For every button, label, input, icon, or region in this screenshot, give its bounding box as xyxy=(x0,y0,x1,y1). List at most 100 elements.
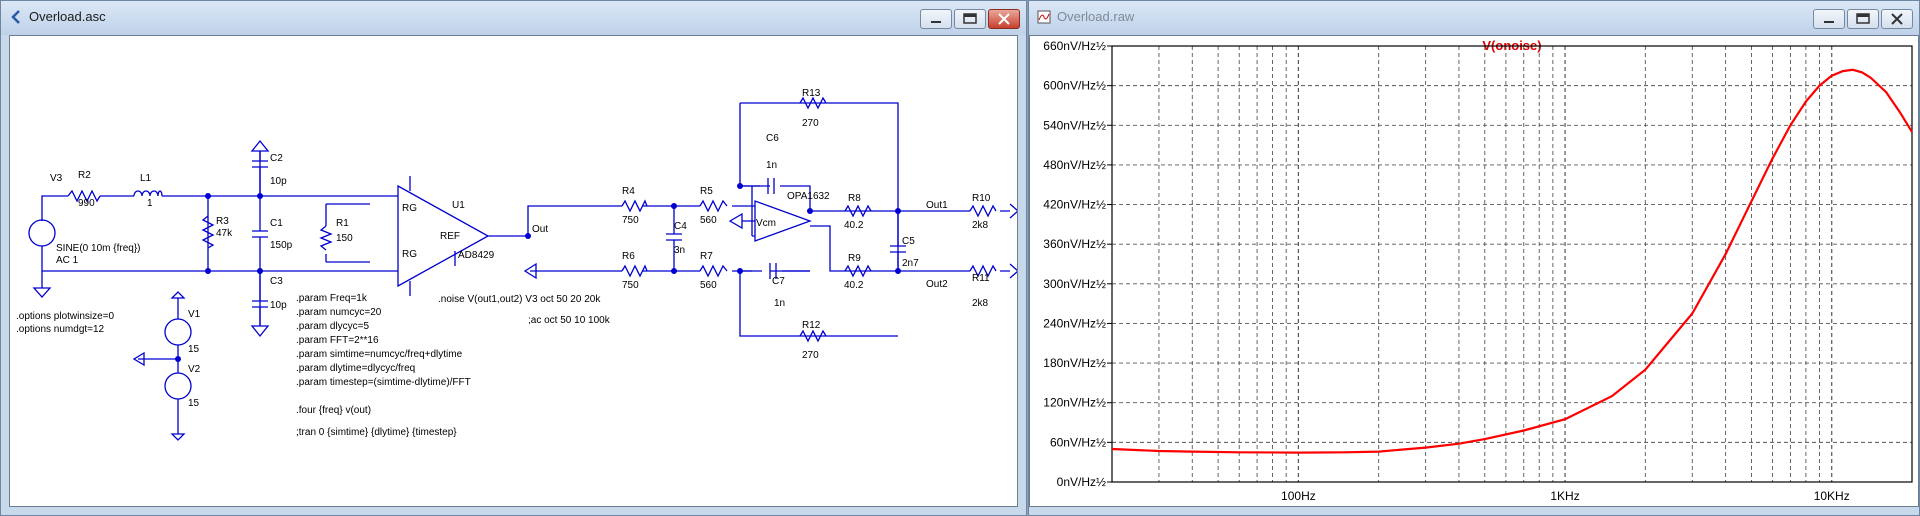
v1-ref-label: V1 xyxy=(188,309,201,320)
schematic-drawing: V3 SINE(0 10m {freq}) AC 1 R2 990 L1 1 R… xyxy=(16,88,1017,441)
title-bar[interactable]: Overload.asc xyxy=(1,1,1026,35)
r13-value-label: 270 xyxy=(802,118,819,129)
v2-ref-label: V2 xyxy=(188,364,201,375)
out1-flag xyxy=(1009,203,1017,219)
wire xyxy=(260,195,398,272)
schematic-canvas[interactable]: V3 SINE(0 10m {freq}) AC 1 R2 990 L1 1 R… xyxy=(9,35,1018,507)
param-directive: .param Freq=1k xyxy=(296,293,368,304)
param-directive: .param dlytime=dlycyc/freq xyxy=(296,363,415,374)
r2-ref-label: R2 xyxy=(78,170,91,181)
r8-ref-label: R8 xyxy=(848,193,861,204)
wire xyxy=(409,176,528,296)
x-tick-label: 10KHz xyxy=(1814,489,1850,503)
supply-flag xyxy=(132,291,186,441)
r3-ref-label: R3 xyxy=(216,216,229,227)
c6-capacitor xyxy=(767,178,775,194)
r8-value-label: 40.2 xyxy=(844,220,864,231)
ac-directive: ;ac oct 50 10 100k xyxy=(528,315,611,326)
r10-value-label: 2k8 xyxy=(972,220,989,231)
noise-plot[interactable]: V(onoise) 660nV/Hz½600nV/Hz½540nV/Hz½480… xyxy=(1030,36,1919,507)
close-button[interactable] xyxy=(988,9,1020,29)
out-net-label: Out xyxy=(532,224,548,235)
u2-part-label: OPA1632 xyxy=(787,191,830,202)
v2-source-symbol xyxy=(164,372,192,400)
c3-value-label: 10p xyxy=(270,300,287,311)
y-tick-label: 600nV/Hz½ xyxy=(1043,79,1106,93)
plot-frame xyxy=(1111,45,1913,483)
r4-resistor xyxy=(621,199,648,213)
r7-resistor xyxy=(699,264,728,278)
r3-resistor xyxy=(201,215,215,249)
x-tick-label: 100Hz xyxy=(1281,489,1316,503)
r6-value-label: 750 xyxy=(622,280,639,291)
r1-value-label: 150 xyxy=(336,233,353,244)
param-directive: .param timestep=(simtime-dlytime)/FFT xyxy=(296,377,471,388)
r12-value-label: 270 xyxy=(802,350,819,361)
r13-ref-label: R13 xyxy=(802,88,821,99)
r8-resistor xyxy=(844,204,872,218)
close-icon xyxy=(1891,13,1903,25)
vcm-flag xyxy=(728,212,755,230)
close-button[interactable] xyxy=(1881,9,1913,29)
c3-ref-label: C3 xyxy=(270,276,283,287)
l1-inductor xyxy=(133,190,163,197)
v2-value-label: 15 xyxy=(188,398,200,409)
x-axis: 100Hz 1KHz 10KHz xyxy=(1281,489,1850,503)
r10-resistor xyxy=(969,204,997,218)
param-directive: .param FFT=2**16 xyxy=(296,335,379,346)
r4-ref-label: R4 xyxy=(622,186,635,197)
r9-ref-label: R9 xyxy=(848,253,861,264)
r10-ref-label: R10 xyxy=(972,193,991,204)
ltspice-icon xyxy=(11,10,20,24)
c5-value-label: 2n7 xyxy=(902,258,919,269)
c1-ref-label: C1 xyxy=(270,218,283,229)
out1-net-label: Out1 xyxy=(926,200,948,211)
u1-amplifier-symbol xyxy=(397,184,490,288)
v3-ref-label: V3 xyxy=(50,173,63,184)
wire xyxy=(674,205,752,272)
maximize-button[interactable] xyxy=(1847,9,1879,29)
u1-ref-pin-label: REF xyxy=(440,231,460,242)
v3-source-symbol xyxy=(28,219,56,247)
c4-ref-label: C4 xyxy=(674,221,687,232)
title-bar[interactable]: Overload.raw xyxy=(1029,1,1919,35)
u1-part-label: AD8429 xyxy=(458,250,495,261)
r6-ref-label: R6 xyxy=(622,251,635,262)
minimize-button[interactable] xyxy=(1813,9,1845,29)
v1-value-label: 15 xyxy=(188,344,200,355)
y-tick-label: 540nV/Hz½ xyxy=(1043,118,1106,132)
spice-directive: .options plotwinsize=0 xyxy=(16,311,115,322)
r5-resistor xyxy=(699,199,728,213)
wire xyxy=(138,298,179,434)
r12-resistor xyxy=(799,329,827,343)
plot-grid xyxy=(1111,46,1913,482)
four-directive: .four {freq} v(out) xyxy=(296,405,371,416)
c7-ref-label: C7 xyxy=(772,276,785,287)
schematic-window: Overload.asc xyxy=(0,0,1027,516)
x-tick-label: 1KHz xyxy=(1550,489,1579,503)
maximize-button[interactable] xyxy=(954,9,986,29)
r1-resistor xyxy=(319,225,333,251)
y-tick-label: 360nV/Hz½ xyxy=(1043,237,1106,251)
out2-net-label: Out2 xyxy=(926,279,948,290)
waveform-icon xyxy=(1037,10,1051,24)
r5-value-label: 560 xyxy=(700,215,717,226)
r5-ref-label: R5 xyxy=(700,186,713,197)
c1-value-label: 150p xyxy=(270,240,293,251)
c7-value-label: 1n xyxy=(774,298,785,309)
c2-ref-label: C2 xyxy=(270,153,283,164)
spice-directive: .options numdgt=12 xyxy=(16,324,105,335)
y-tick-label: 480nV/Hz½ xyxy=(1043,158,1106,172)
minimize-button[interactable] xyxy=(920,9,952,29)
param-directive: .param dlycyc=5 xyxy=(296,321,370,332)
c4-value-label: 3n xyxy=(674,245,685,256)
v-onoise-trace[interactable] xyxy=(1111,68,1913,454)
r3-value-label: 47k xyxy=(216,228,233,239)
out-flag xyxy=(523,262,537,280)
y-tick-label: 0nV/Hz½ xyxy=(1057,475,1106,489)
c5-capacitor xyxy=(890,211,906,271)
y-tick-label: 420nV/Hz½ xyxy=(1043,198,1106,212)
r2-resistor xyxy=(67,189,101,203)
